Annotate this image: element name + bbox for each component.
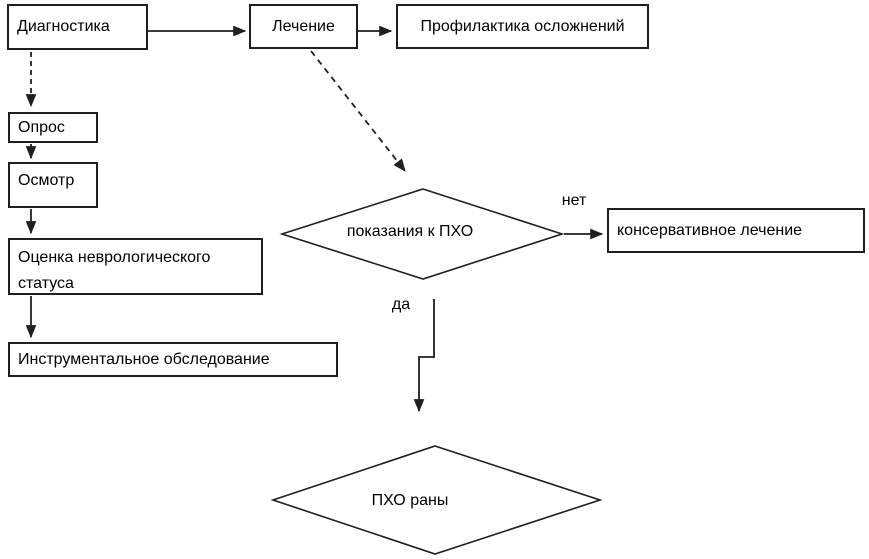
branch-label-yes: да [391, 296, 411, 313]
decision-label-pst-indications: показания к ПХО [346, 223, 474, 240]
process-box-interview: Опрос [8, 112, 98, 143]
process-box-diagnostics-label: Диагностика [17, 18, 110, 35]
process-box-treatment-label: Лечение [272, 17, 335, 35]
process-box-interview-label: Опрос [18, 118, 65, 136]
process-box-treatment: Лечение [249, 4, 358, 49]
decision-label-pst-wound: ПХО раны [371, 492, 449, 509]
process-box-examination-label: Осмотр [18, 172, 75, 189]
process-box-instrumental: Инструментальное обследование [8, 342, 338, 377]
process-box-examination: Осмотр [8, 162, 98, 208]
process-box-complication-prevention: Профилактика осложнений [396, 4, 649, 49]
process-box-neuro-status: Оценка неврологического статуса [8, 238, 263, 295]
decision-diamond-pst-wound [270, 445, 603, 555]
process-box-diagnostics: Диагностика [7, 4, 148, 50]
process-box-conservative: консервативное лечение [607, 208, 865, 253]
decision-diamond-pst-indications [279, 188, 565, 280]
process-box-complication-prevention-label: Профилактика осложнений [420, 17, 625, 35]
dashed-arrow-treatment-to-pst-indications [310, 50, 406, 172]
process-box-conservative-label: консервативное лечение [617, 221, 803, 239]
arrow-yes-branch-to-pst-wound [413, 299, 435, 413]
process-box-neuro-status-label: Оценка неврологического статуса [18, 249, 211, 292]
process-box-instrumental-label: Инструментальное обследование [18, 350, 270, 368]
branch-label-no: нет [561, 192, 587, 209]
